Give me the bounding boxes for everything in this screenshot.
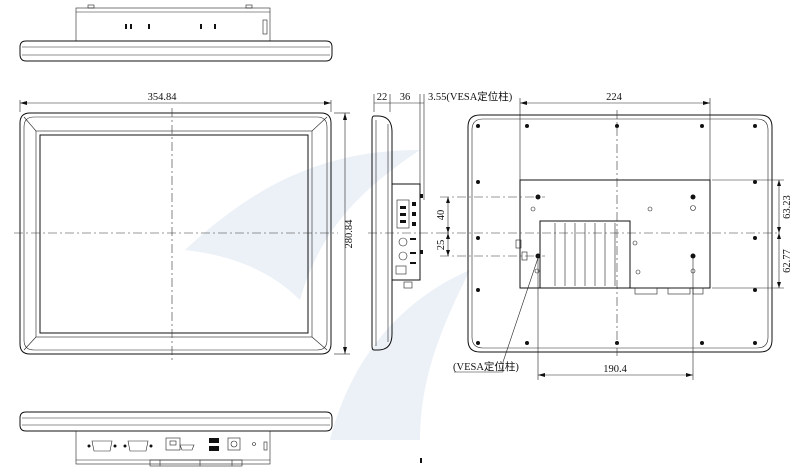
front-width-dim: 354.84 — [148, 92, 178, 103]
top-view — [19, 4, 333, 62]
rear-right-dim-lower: 62.77 — [782, 249, 793, 273]
rear-vesa-callout: (VESA定位柱) — [453, 360, 519, 373]
rear-view: 224 — [436, 92, 793, 380]
front-view: 354.84 280.84 — [14, 92, 355, 360]
rear-left-dim-upper: 40 — [436, 210, 447, 221]
rear-left-dim-lower: 25 — [436, 240, 447, 251]
rear-right-dim-upper: 63.23 — [782, 195, 793, 219]
side-dim-b: 36 — [400, 92, 411, 103]
rear-top-dim: 224 — [606, 92, 623, 103]
screw-holes — [476, 124, 757, 345]
watermark-logo — [185, 150, 470, 440]
bottom-view — [19, 411, 422, 467]
side-vesa-note: 3.55(VESA定位柱) — [428, 90, 513, 103]
side-dim-a: 22 — [377, 92, 388, 103]
rear-bottom-dim: 190.4 — [603, 364, 627, 375]
front-height-dim: 280.84 — [344, 219, 355, 249]
side-view: 22 36 3.55(VESA定位柱) — [368, 90, 513, 351]
